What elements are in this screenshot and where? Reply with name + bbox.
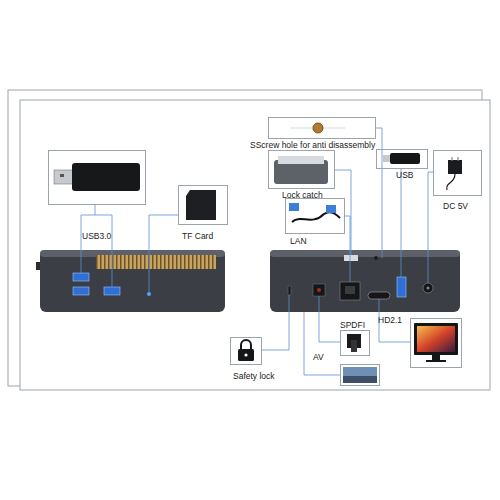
callout-box: DC 5V	[433, 150, 482, 196]
port-label: USB3.0	[82, 231, 111, 241]
usb-dongle	[390, 153, 420, 164]
callout-box: TF Card	[178, 185, 228, 225]
padlock-shackle	[241, 340, 251, 350]
port-label: USB	[396, 170, 413, 180]
leader-line	[304, 312, 340, 375]
dc-jack	[423, 283, 433, 293]
usb-port	[397, 277, 406, 297]
leader-line	[262, 295, 289, 350]
usb-plug	[54, 170, 74, 184]
lan-port	[340, 282, 360, 300]
usb-port	[104, 287, 120, 295]
adapter-prongs	[452, 157, 458, 161]
dongle-plug	[383, 155, 391, 162]
callout-frame	[268, 117, 376, 139]
leader-line	[95, 215, 112, 287]
usb-stick	[72, 163, 140, 191]
device-top-edge	[270, 250, 460, 257]
power-adapter	[448, 160, 462, 174]
callout-box: SPDFI	[340, 330, 370, 356]
spdif-connector	[351, 340, 357, 352]
port-label: DC 5V	[443, 201, 468, 211]
callout-frame	[340, 364, 380, 386]
callout-frame	[268, 150, 335, 189]
port-label: SPDFI	[340, 320, 365, 330]
dc-pin	[427, 287, 430, 290]
leader-line	[345, 216, 350, 282]
lan-socket	[345, 286, 355, 294]
leader-line	[379, 299, 410, 342]
lock-catch-image	[278, 156, 324, 164]
callout-frame	[433, 150, 482, 196]
callout-box: SScrew hole for anti disassembly	[268, 117, 376, 139]
callout-frame	[340, 330, 370, 356]
lock-catch-part	[344, 255, 358, 261]
device-front	[40, 250, 225, 312]
av-image	[343, 367, 377, 383]
callout-frame	[178, 185, 228, 225]
callout-frame	[410, 318, 462, 368]
callout-frame	[376, 149, 428, 169]
leader-line	[335, 170, 351, 255]
callout-box: USB	[376, 149, 428, 169]
callout-box: Lock catch	[268, 150, 335, 189]
monitor	[414, 323, 458, 355]
callout-box: HD2.1	[410, 318, 462, 368]
lan-plug	[289, 203, 299, 211]
port-label: LAN	[290, 236, 307, 246]
screw-hole	[374, 256, 378, 260]
callout-frame	[48, 150, 146, 205]
av-image	[343, 376, 377, 383]
port-label: AV	[313, 352, 324, 362]
monitor-stand	[426, 360, 446, 362]
adapter-cable	[447, 174, 455, 190]
screw-head	[313, 123, 323, 133]
leader-line	[319, 296, 340, 342]
vent-grille	[96, 255, 216, 269]
callout-frame	[230, 337, 262, 365]
power-button	[36, 262, 40, 270]
monitor-stand	[432, 355, 440, 360]
port-label: TF Card	[182, 231, 213, 241]
usb-plug-hole	[60, 174, 64, 177]
lan-plug	[326, 205, 336, 213]
device-back	[270, 250, 460, 312]
port-label: HD2.1	[378, 315, 402, 325]
port-label: Safety lock	[233, 371, 275, 381]
leader-line	[149, 215, 178, 292]
usb-port	[73, 273, 89, 281]
callout-frame	[285, 198, 345, 234]
spdif-port	[313, 284, 325, 296]
callout-box: USB3.0	[48, 150, 146, 205]
padlock-keyhole	[244, 353, 247, 356]
tf-slot	[147, 292, 151, 296]
leader-line	[401, 168, 402, 277]
tf-card	[186, 190, 216, 220]
lock-slot	[288, 286, 291, 295]
typec-port	[368, 292, 390, 299]
usb-port	[73, 287, 89, 295]
port-label: SScrew hole for anti disassembly	[250, 140, 375, 150]
callout-box: Safety lock	[230, 337, 262, 365]
callout-box: AV	[340, 364, 380, 386]
leader-line	[375, 128, 382, 258]
spdif-led	[317, 288, 321, 292]
padlock-body	[238, 349, 254, 361]
page-frame	[20, 100, 490, 390]
callout-box: LAN	[285, 198, 345, 234]
lan-cable	[292, 212, 340, 222]
monitor-screen	[417, 326, 455, 352]
